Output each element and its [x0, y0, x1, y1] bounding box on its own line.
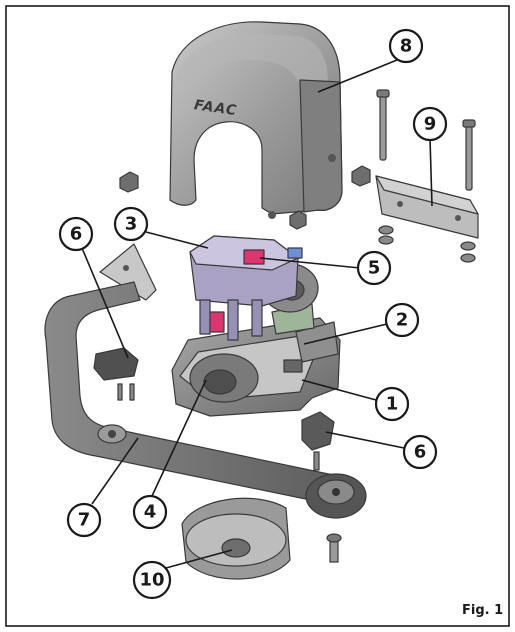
cover-part: FAAC	[169, 21, 343, 219]
svg-text:1: 1	[386, 394, 399, 415]
callout-6-left: 6	[58, 216, 94, 252]
svg-text:5: 5	[368, 258, 381, 279]
leader-10	[165, 549, 233, 569]
leader-6a	[81, 247, 129, 359]
leader-4	[151, 379, 207, 497]
base-housing-part	[171, 303, 341, 417]
svg-text:6: 6	[70, 224, 83, 245]
base-plate-part	[181, 497, 291, 580]
callout-5: 5	[356, 250, 392, 286]
cover-cap-right	[351, 165, 371, 187]
callout-10: 10	[132, 560, 172, 600]
bracket-part	[375, 89, 479, 263]
mechanical-stop-right-part	[301, 411, 335, 471]
lever-arm-part	[44, 281, 339, 505]
control-unit-part	[189, 235, 303, 341]
cover-logo: FAAC	[193, 97, 238, 119]
leader-5	[259, 257, 361, 269]
svg-text:9: 9	[424, 114, 437, 135]
svg-text:10: 10	[139, 570, 164, 591]
svg-text:7: 7	[78, 510, 91, 531]
callout-2: 2	[384, 302, 420, 338]
svg-text:3: 3	[125, 214, 138, 235]
svg-text:8: 8	[400, 36, 413, 57]
mechanical-stop-left-part	[93, 243, 157, 401]
leader-6b	[325, 431, 405, 449]
callout-6-right: 6	[402, 434, 438, 470]
figure-label: Fig. 1	[462, 603, 503, 618]
callout-8: 8	[388, 28, 424, 64]
callout-1: 1	[374, 386, 410, 422]
leader-3	[145, 231, 209, 249]
pinion-gear-part	[305, 473, 367, 519]
callout-3: 3	[113, 206, 149, 242]
figure-frame	[5, 5, 510, 627]
leader-7	[91, 437, 139, 505]
callout-4: 4	[132, 494, 168, 530]
cover-cap-middle	[289, 210, 307, 230]
callout-9: 9	[412, 106, 448, 142]
svg-text:6: 6	[414, 442, 427, 463]
leader-8	[317, 59, 398, 93]
leader-9	[429, 137, 433, 207]
svg-text:4: 4	[144, 502, 157, 523]
leader-1	[301, 379, 377, 401]
svg-text:2: 2	[396, 310, 409, 331]
leader-2	[303, 323, 388, 345]
bolt-part	[326, 533, 342, 563]
callout-7: 7	[66, 502, 102, 538]
cover-cap-left	[119, 171, 139, 193]
